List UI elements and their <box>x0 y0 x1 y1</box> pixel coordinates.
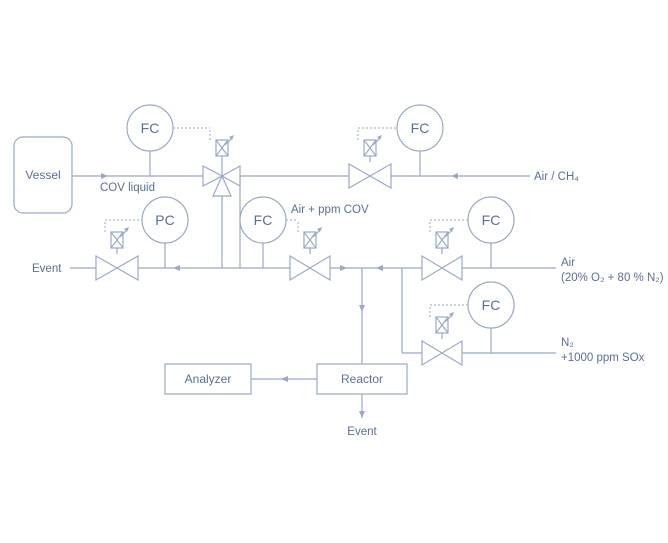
air-title-label: Air <box>561 257 575 269</box>
arrow-icon <box>451 173 458 179</box>
actuator-icon <box>357 127 383 163</box>
control-valve-air-ch4 <box>348 127 392 190</box>
signal-lines <box>105 127 492 353</box>
arrow-icon <box>173 265 180 271</box>
n2-sox-label: +1000 ppm SOx <box>561 352 645 364</box>
control-valve-event <box>95 219 139 282</box>
reactor-block: Reactor <box>316 363 408 395</box>
flow-controller-right-upper: FC <box>467 196 515 244</box>
actuator-icon <box>429 304 455 340</box>
event-left-label: Event <box>32 263 62 275</box>
analyzer-label: Analyzer <box>185 372 232 386</box>
flow-controller-right-lower: FC <box>467 281 515 329</box>
three-way-valve <box>202 127 241 197</box>
fc-top-label: FC <box>141 120 160 136</box>
vessel-label: Vessel <box>25 168 60 182</box>
pc-label: PC <box>155 212 174 228</box>
arrow-icon <box>376 265 383 271</box>
air-mix-label: (20% O₂ + 80 % N₂) <box>561 272 664 284</box>
air-ppm-cov-label: Air + ppm COV <box>291 204 369 216</box>
actuator-icon <box>209 127 235 163</box>
reactor-label: Reactor <box>341 372 383 386</box>
arrow-icon <box>101 173 108 179</box>
cov-liquid-label: COV liquid <box>100 182 155 194</box>
vessel: Vessel <box>13 136 73 214</box>
fc-right-upper-label: FC <box>482 212 501 228</box>
stream-labels: COV liquid Air / CH₄ Air + ppm COV Event… <box>32 171 664 438</box>
arrow-icon <box>340 265 347 271</box>
event-bottom-label: Event <box>347 426 377 438</box>
fc-right-lower-label: FC <box>482 297 501 313</box>
flow-controller-center: FC <box>239 196 287 244</box>
fc-center-label: FC <box>254 212 273 228</box>
control-valve-n2 <box>421 304 463 367</box>
actuator-icon <box>429 219 455 255</box>
arrow-icon <box>359 411 365 418</box>
flow-arrows <box>101 173 458 418</box>
fc-top-right-label: FC <box>411 120 430 136</box>
air-ch4-label: Air / CH₄ <box>534 171 579 183</box>
flow-controller-top: FC <box>126 104 174 152</box>
n2-title-label: N₂ <box>561 337 574 349</box>
control-valve-air <box>421 219 463 282</box>
arrow-icon <box>359 305 365 312</box>
actuator-icon <box>104 219 130 255</box>
arrow-icon <box>281 376 288 382</box>
actuator-icon <box>297 219 323 255</box>
control-valve-air-cov <box>289 219 331 282</box>
flow-controller-top-right: FC <box>396 104 444 152</box>
pressure-controller: PC <box>141 196 189 244</box>
analyzer-block: Analyzer <box>164 363 252 395</box>
